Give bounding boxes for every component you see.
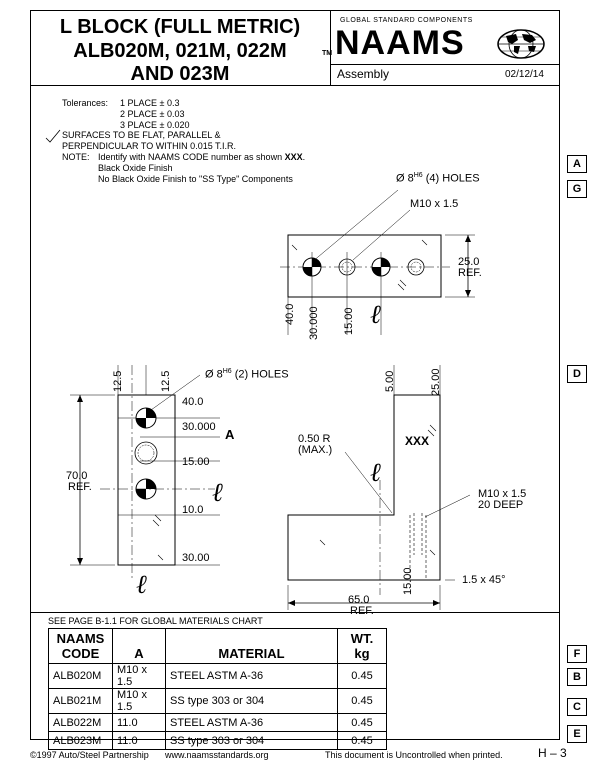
- cell-material: STEEL ASTM A-36: [165, 663, 338, 689]
- footer-disclaimer: This document is Uncontrolled when print…: [325, 750, 503, 760]
- cell-code: ALB021M: [48, 688, 113, 714]
- side-chamfer: 1.5 x 45°: [462, 574, 506, 586]
- front-height-ref: REF.: [68, 481, 92, 493]
- centerline-symbol-top: ℓ: [370, 300, 381, 330]
- materials-note: SEE PAGE B-1.1 FOR GLOBAL MATERIALS CHAR…: [48, 616, 263, 626]
- header-divider: [30, 85, 560, 86]
- table-row: ALB023M 11.0 SS type 303 or 304 0.45: [48, 731, 387, 750]
- note-2: Black Oxide Finish: [98, 163, 173, 173]
- tab-a[interactable]: A: [567, 155, 587, 173]
- page-number: H – 3: [538, 746, 567, 760]
- tolerance-3: 3 PLACE ± 0.020: [120, 120, 190, 130]
- brand-tm: TM: [322, 50, 333, 57]
- centerline-symbol-front-bottom: ℓ: [136, 570, 147, 600]
- naams-logo: NAAMS: [335, 24, 465, 62]
- footer-copyright: ©1997 Auto/Steel Partnership: [30, 750, 149, 760]
- cell-a: M10 x 1.5: [112, 688, 166, 714]
- surfaces-line-1: SURFACES TO BE FLAT, PARALLEL &: [62, 130, 221, 140]
- surfaces-line-2: PERPENDICULAR TO WITHIN 0.015 T.I.R.: [62, 141, 237, 151]
- note-1: Identify with NAAMS CODE number as shown…: [98, 152, 306, 162]
- table-row: ALB022M 11.0 STEEL ASTM A-36 0.45: [48, 713, 387, 732]
- front-holes-callout: Ø 8H6 (2) HOLES: [205, 368, 289, 381]
- cell-material: STEEL ASTM A-36: [165, 713, 338, 732]
- globe-icon: [497, 29, 545, 59]
- cell-code: ALB023M: [48, 731, 113, 750]
- front-dim-10: 10.0: [182, 504, 204, 516]
- top-dim-40: 40.0: [284, 303, 296, 325]
- table-row: ALB020M M10 x 1.5 STEEL ASTM A-36 0.45: [48, 663, 387, 689]
- tolerance-1: 1 PLACE ± 0.3: [120, 98, 180, 108]
- brand-tagline: GLOBAL STANDARD COMPONENTS: [340, 17, 473, 24]
- cell-a: 11.0: [112, 731, 166, 750]
- side-dim-25: 25.00: [430, 368, 442, 396]
- front-dim-30: 30.00: [182, 552, 210, 564]
- note-3: No Black Oxide Finish to "SS Type" Compo…: [98, 174, 293, 184]
- cell-code: ALB022M: [48, 713, 113, 732]
- side-view-drawing: [287, 365, 471, 610]
- top-holes-callout: Ø 8H6 (4) HOLES: [396, 172, 480, 185]
- side-length: 65.0: [348, 594, 370, 606]
- top-dim-height: 25.0: [458, 256, 480, 268]
- front-dim-12-5-b: 12.5: [160, 370, 172, 392]
- cell-code: ALB020M: [48, 663, 113, 689]
- header-date: 02/12/14: [505, 69, 544, 80]
- tab-b[interactable]: B: [567, 668, 587, 686]
- tolerance-2: 2 PLACE ± 0.03: [120, 109, 185, 119]
- cell-material: SS type 303 or 304: [165, 731, 338, 750]
- top-dim-15: 15.00: [343, 307, 355, 335]
- title-line-2: ALB020M, 021M, 022M: [73, 40, 287, 62]
- side-length-ref: REF.: [350, 605, 374, 617]
- tab-g[interactable]: G: [567, 180, 587, 198]
- top-dim-30000: 30.000: [308, 306, 320, 340]
- cell-material: SS type 303 or 304: [165, 688, 338, 714]
- side-thread: M10 x 1.5: [478, 488, 527, 500]
- top-dim-ref: REF.: [458, 267, 482, 279]
- cell-weight: 0.45: [337, 731, 387, 750]
- top-thread-callout: M10 x 1.5: [410, 198, 459, 210]
- note-label: NOTE:: [62, 152, 90, 162]
- cell-a: 11.0: [112, 713, 166, 732]
- front-dim-30000: 30.000: [182, 421, 216, 433]
- header-category: Assembly: [337, 67, 390, 81]
- header-sub-divider: [330, 64, 560, 65]
- table-row: ALB021M M10 x 1.5 SS type 303 or 304 0.4…: [48, 688, 387, 714]
- header-weight: WT.kg: [337, 628, 387, 664]
- tab-d[interactable]: D: [567, 365, 587, 383]
- side-dim-5: 5.00: [384, 370, 396, 392]
- front-dim-15: 15.00: [182, 456, 210, 468]
- header-vertical-divider: [330, 10, 331, 85]
- side-radius: 0.50 R: [298, 433, 331, 445]
- datum-a-label: A: [225, 427, 235, 442]
- side-thread-depth: 20 DEEP: [478, 499, 524, 511]
- footer-url[interactable]: www.naamsstandards.org: [165, 750, 269, 760]
- centerline-symbol-front-right: ℓ: [212, 478, 223, 508]
- centerline-symbol-side: ℓ: [370, 458, 381, 488]
- side-code-xxx: XXX: [405, 434, 430, 448]
- tab-e[interactable]: E: [567, 725, 587, 743]
- front-height: 70.0: [66, 470, 88, 482]
- cell-weight: 0.45: [337, 663, 387, 689]
- table-divider: [30, 612, 560, 613]
- tolerances-label: Tolerances:: [62, 98, 109, 108]
- top-view-drawing: [280, 190, 475, 335]
- tab-f[interactable]: F: [567, 645, 587, 663]
- title-line-3: AND 023M: [130, 63, 230, 85]
- title-line-1: L BLOCK (FULL METRIC): [59, 16, 301, 38]
- header-a: A: [112, 628, 166, 664]
- cell-weight: 0.45: [337, 713, 387, 732]
- cell-weight: 0.45: [337, 688, 387, 714]
- front-dim-40: 40.0: [182, 396, 204, 408]
- front-view-drawing: [70, 365, 220, 580]
- front-dim-12-5-a: 12.5: [112, 370, 124, 392]
- side-radius-max: (MAX.): [298, 444, 333, 456]
- tab-c[interactable]: C: [567, 698, 587, 716]
- cell-a: M10 x 1.5: [112, 663, 166, 689]
- surface-finish-icon: [45, 129, 61, 143]
- header-material: MATERIAL: [165, 628, 338, 664]
- side-dim-15: 15.00: [402, 567, 414, 595]
